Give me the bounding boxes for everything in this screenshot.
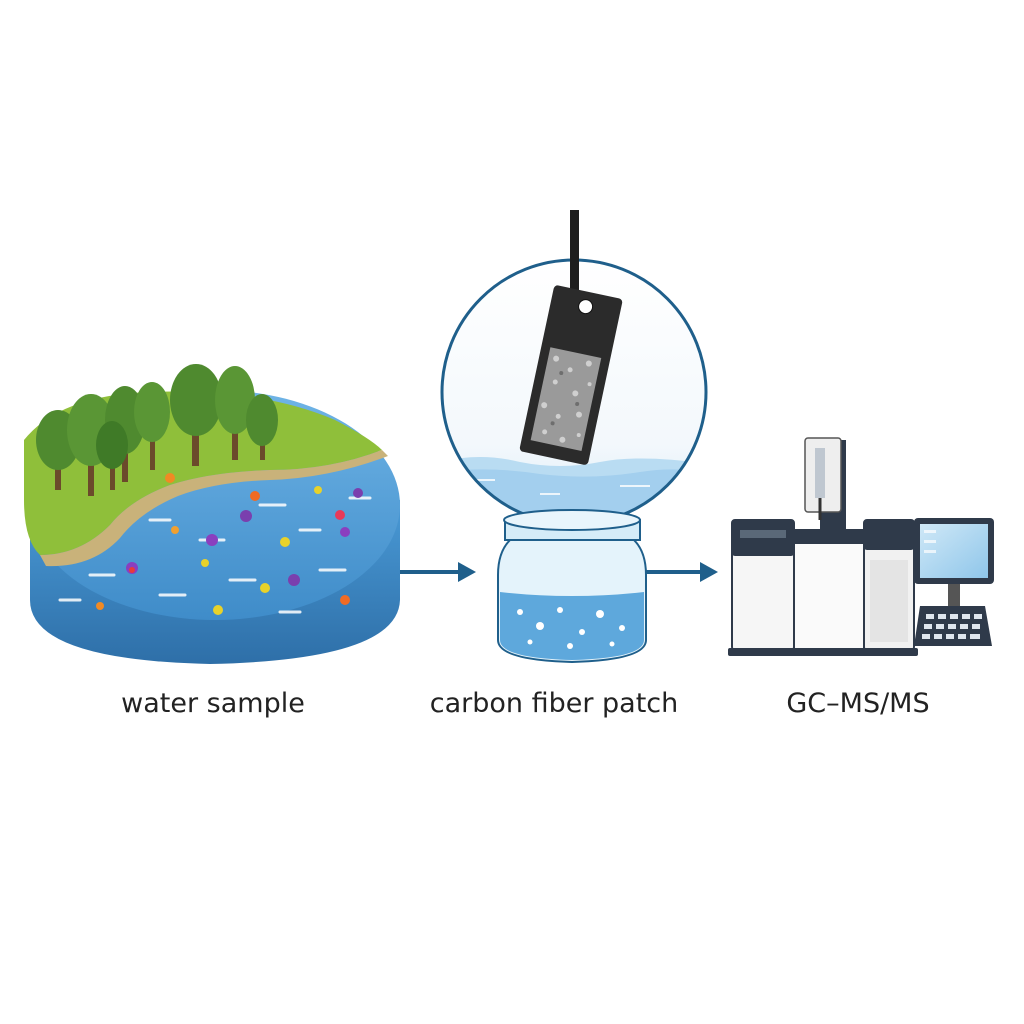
gc-ms-label: GC–MS/MS [786, 688, 930, 719]
pollutant-particles [96, 473, 363, 615]
water-sample-label: water sample [121, 688, 305, 719]
arrow-2 [646, 562, 718, 582]
arrow-1 [400, 562, 476, 582]
carbon-fiber-patch-in-vial-icon [440, 210, 708, 664]
trees [36, 364, 278, 496]
lake-island-icon [24, 364, 400, 664]
gc-ms-instrument-icon [728, 437, 994, 656]
carbon-fiber-patch-label: carbon fiber patch [429, 688, 679, 719]
